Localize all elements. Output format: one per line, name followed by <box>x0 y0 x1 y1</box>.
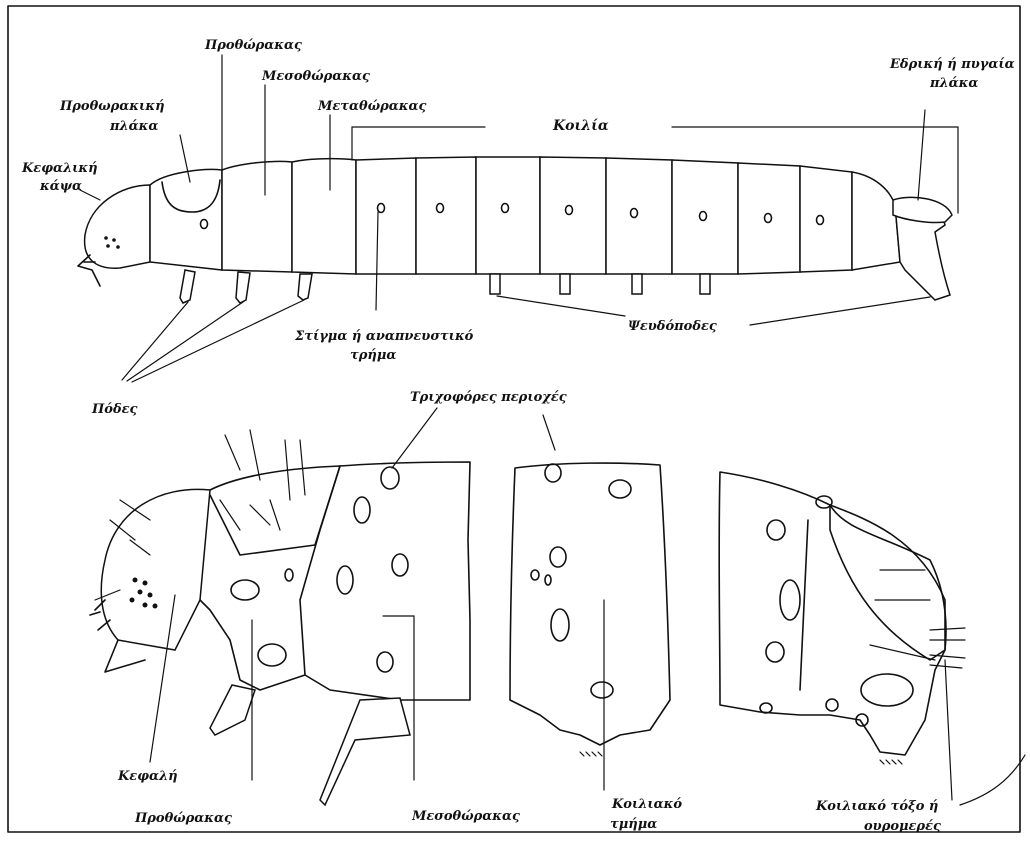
crochets <box>880 760 902 764</box>
thorax-detail <box>90 430 470 805</box>
pinaculum <box>531 570 539 580</box>
label-abdominal-segment-1: Κοιλιακό <box>611 797 682 812</box>
thoracic-leg <box>180 270 195 303</box>
label-mesothorax-top: Μεσοθώρακας <box>261 69 370 84</box>
label-legs: Πόδες <box>91 402 138 417</box>
label-spiracle-1: Στίγμα ή αναπνευστικό <box>294 329 474 344</box>
label-head: Κεφαλή <box>117 769 178 784</box>
body-segment <box>800 166 852 272</box>
body-segment <box>738 163 800 274</box>
label-abdomen: Κοιλία <box>552 117 609 134</box>
detail-leg <box>210 685 255 735</box>
label-abdominal-segment-2: τμήμα <box>610 817 657 832</box>
anal-setae <box>870 570 965 668</box>
detail-prothoracic-plate <box>210 466 340 555</box>
crochets <box>580 752 602 756</box>
ocellus <box>106 244 110 248</box>
detail-leg <box>320 698 410 805</box>
bottom-leader-lines <box>150 408 952 800</box>
body-segment <box>416 157 476 274</box>
thoracic-leg <box>298 274 312 300</box>
pinaculum <box>231 580 259 600</box>
pinaculum <box>377 652 393 672</box>
pinaculum <box>337 566 353 594</box>
proleg <box>560 274 570 294</box>
label-anal-plate-1: Εδρική ή πυγαία <box>889 57 1015 72</box>
pinaculum <box>285 569 293 581</box>
pinaculum <box>551 609 569 641</box>
ocellus <box>116 245 120 249</box>
proleg <box>490 274 500 294</box>
label-anal-arc-1: Κοιλιακό τόξο ή <box>815 799 938 814</box>
pinaculum <box>591 682 613 698</box>
body-segment <box>476 157 540 274</box>
body-segment <box>222 161 292 272</box>
pinaculum <box>545 464 561 482</box>
abdominal-segment-outline <box>510 463 670 745</box>
label-spiracle-2: τρήμα <box>350 348 396 363</box>
body-segment <box>150 170 222 270</box>
label-prothoracic-plate-1: Προθωρακική <box>59 99 165 114</box>
pinaculum <box>545 575 551 585</box>
label-mesothorax-bottom: Μεσοθώρακας <box>411 809 520 824</box>
body-segment <box>292 159 356 274</box>
pinaculum <box>381 467 399 489</box>
label-metathorax: Μεταθώρακας <box>317 99 426 114</box>
detail-head <box>101 489 210 650</box>
pinaculum <box>861 674 913 706</box>
label-head-capsule-2: κάψα <box>39 179 82 194</box>
label-prothoracic-plate-2: πλάκα <box>109 119 158 134</box>
pinaculum <box>354 497 370 523</box>
pinaculum <box>780 580 800 620</box>
thoracic-leg <box>236 272 250 303</box>
proleg <box>700 274 710 294</box>
pinaculum <box>609 480 631 498</box>
pinaculum <box>550 547 566 567</box>
page-edge-curve <box>960 755 1025 805</box>
terminal-segment-detail <box>719 472 1025 805</box>
label-prolegs: Ψευδόποδες <box>628 319 717 334</box>
label-anal-plate-2: πλάκα <box>929 76 978 91</box>
body-segment <box>356 158 416 274</box>
terminal-outline <box>719 472 946 755</box>
larva-body <box>78 157 952 303</box>
pinaculum <box>767 520 785 540</box>
label-head-capsule-1: Κεφαλική <box>21 161 98 176</box>
proleg <box>632 274 642 294</box>
segment-divider <box>800 520 808 690</box>
pinaculum <box>392 554 408 576</box>
pinaculum <box>258 644 286 666</box>
figure-border <box>8 6 1020 832</box>
abdominal-segment-detail <box>510 463 670 756</box>
body-segment <box>606 158 672 274</box>
pinaculum <box>826 699 838 711</box>
label-prothorax-top: Προθώρακας <box>204 38 302 53</box>
label-prothorax-bottom: Προθώρακας <box>134 811 232 826</box>
body-segment <box>540 157 606 274</box>
label-setal-areas: Τριχοφόρες περιοχές <box>410 390 567 405</box>
pinaculum <box>766 642 784 662</box>
ocellus <box>112 238 116 242</box>
pinaculum <box>760 703 772 713</box>
ocellus <box>104 236 108 240</box>
body-segment <box>852 172 900 270</box>
body-segment <box>672 160 738 274</box>
label-anal-arc-2: ουρομερές <box>864 819 941 834</box>
anal-arc-plate <box>830 505 945 660</box>
